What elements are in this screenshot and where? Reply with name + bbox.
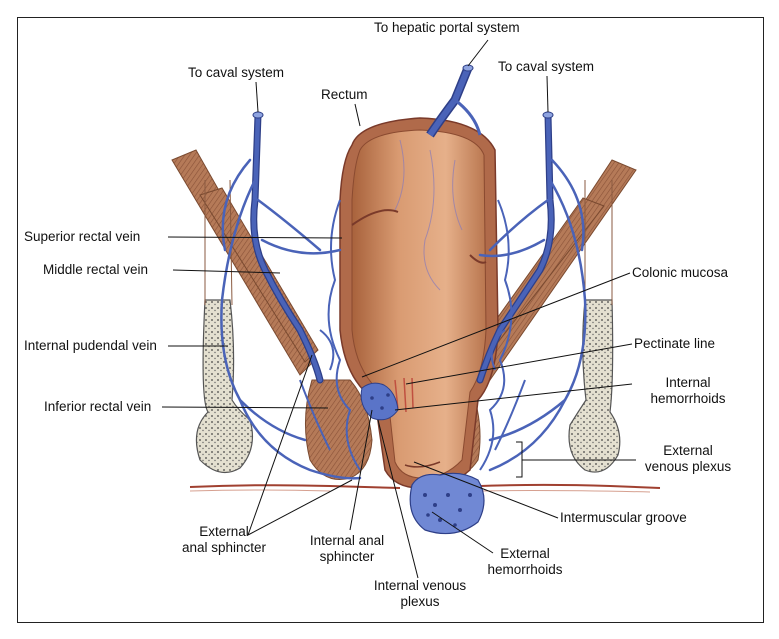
figure-frame — [17, 17, 764, 623]
label-external-venous-plexus-line1: External — [663, 443, 713, 458]
label-external-anal-sphincter-line1: External — [199, 524, 249, 539]
ischial-tuberosity-left — [195, 299, 253, 474]
label-middle-rectal-vein: Middle rectal vein — [43, 262, 149, 277]
label-to-caval-system-left: To caval system — [188, 65, 285, 80]
label-internal-anal-sphincter-line2: sphincter — [319, 549, 375, 564]
label-internal-hemorrhoids-line2: hemorrhoids — [650, 391, 726, 406]
external-hemorrhoid-cluster — [409, 472, 485, 535]
label-internal-anal-sphincter: Internal anal sphincter — [295, 533, 399, 565]
label-internal-venous-plexus: Internal venous plexus — [364, 578, 476, 610]
rectal-venous-plexus — [299, 199, 526, 471]
label-intermuscular-groove: Intermuscular groove — [560, 510, 687, 525]
label-external-anal-sphincter-line2: anal sphincter — [181, 540, 267, 555]
label-internal-pudendal-vein: Internal pudendal vein — [24, 338, 157, 353]
label-external-anal-sphincter: External anal sphincter — [172, 524, 276, 556]
label-internal-venous-plexus-line2: plexus — [400, 594, 440, 609]
label-to-caval-system-right: To caval system — [498, 59, 595, 74]
label-external-venous-plexus-line2: venous plexus — [644, 459, 732, 474]
label-colonic-mucosa: Colonic mucosa — [632, 265, 729, 280]
label-inferior-rectal-vein: Inferior rectal vein — [44, 399, 152, 414]
label-rectum: Rectum — [321, 87, 368, 102]
label-internal-hemorrhoids: Internal hemorrhoids — [636, 375, 740, 407]
rectum-lumen — [351, 129, 487, 479]
label-external-venous-plexus: External venous plexus — [638, 443, 738, 475]
label-external-hemorrhoids-line1: External — [500, 546, 550, 561]
leader-lines — [161, 39, 636, 579]
label-external-hemorrhoids: External hemorrhoids — [475, 546, 575, 578]
ischial-tuberosity-right — [568, 299, 621, 473]
label-external-hemorrhoids-line2: hemorrhoids — [487, 562, 563, 577]
right-caval-vein — [476, 111, 587, 472]
label-superior-rectal-vein: Superior rectal vein — [24, 229, 141, 244]
label-to-hepatic-portal-system: To hepatic portal system — [374, 20, 520, 35]
label-internal-anal-sphincter-line1: Internal anal — [309, 533, 385, 548]
left-caval-vein — [220, 111, 362, 480]
label-internal-venous-plexus-line1: Internal venous — [373, 578, 467, 593]
label-pectinate-line: Pectinate line — [634, 336, 716, 351]
label-internal-hemorrhoids-line1: Internal — [665, 375, 711, 390]
